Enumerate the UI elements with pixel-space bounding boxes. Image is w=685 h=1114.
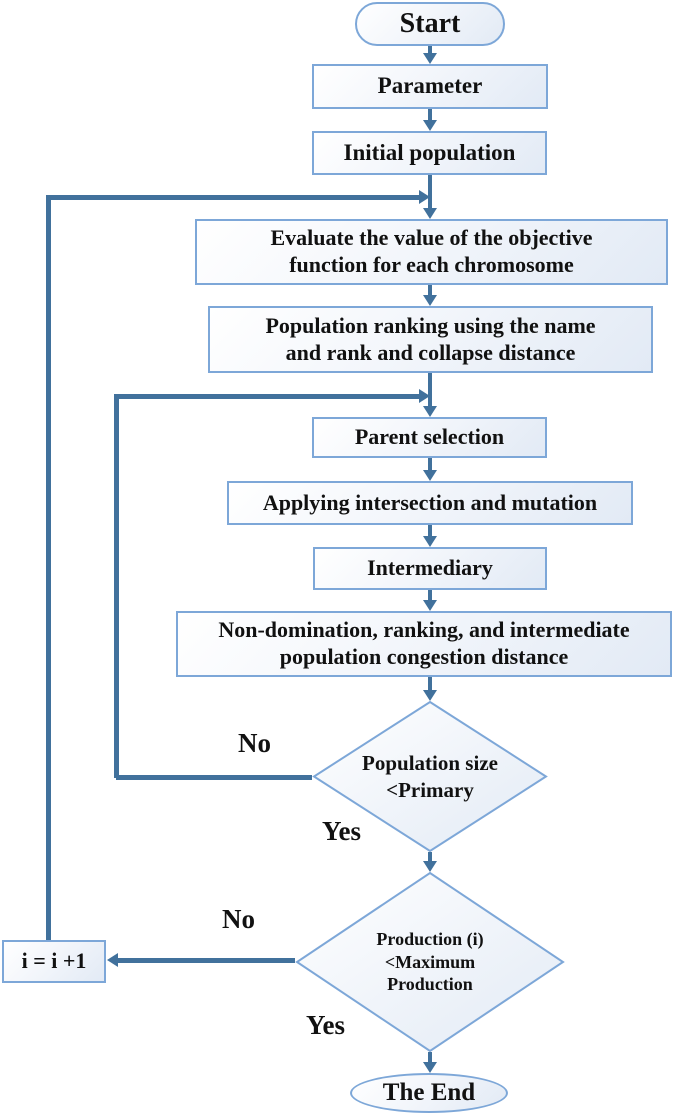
node-end: The End: [350, 1073, 508, 1113]
node-parameter: Parameter: [312, 64, 548, 109]
arrowhead-down: [423, 208, 437, 219]
decision-production: Production (i) <Maximum Production: [295, 872, 565, 1052]
connector-initial-evaluate: [428, 175, 432, 210]
edge-label-yes-1: Yes: [322, 816, 361, 846]
edge-label-yes-2: Yes: [306, 1010, 345, 1040]
loop-inner-bottom: [116, 775, 312, 780]
arrowhead-down: [423, 295, 437, 306]
loop-inner-horizontal: [114, 394, 420, 399]
edge-label-no-1: No: [238, 728, 271, 758]
decision-population-size: Population size <Primary: [312, 701, 548, 852]
connector-start-parameter: [428, 46, 432, 56]
connector-parent-crossover: [428, 458, 432, 472]
arrowhead-down: [423, 1062, 437, 1073]
arrowhead-down: [423, 600, 437, 611]
arrowhead-down: [423, 120, 437, 131]
arrowhead-down: [423, 406, 437, 417]
diamond-shape: [312, 701, 548, 852]
node-evaluate-objective: Evaluate the value of the objective func…: [195, 219, 668, 285]
decision-production-label: Production (i) <Maximum Production: [376, 929, 484, 995]
diamond-shape: [295, 872, 565, 1052]
decision-population-label: Population size <Primary: [362, 751, 498, 802]
arrowhead-down: [423, 861, 437, 872]
arrowhead-down: [423, 470, 437, 481]
arrowhead-right: [419, 190, 430, 204]
loop-outer-horizontal: [46, 195, 420, 200]
arrowhead-left: [107, 953, 118, 967]
loop-outer-vertical: [46, 195, 51, 940]
connector-ranking-parent: [428, 373, 432, 408]
node-non-domination: Non-domination, ranking, and intermediat…: [176, 611, 672, 677]
connector-intermediary-nondom: [428, 590, 432, 602]
node-intersection-mutation: Applying intersection and mutation: [227, 481, 633, 525]
arrowhead-right: [419, 389, 430, 403]
connector-crossover-intermediary: [428, 525, 432, 538]
node-increment-counter: i = i +1: [2, 940, 106, 983]
connector-decision2-end: [428, 1052, 432, 1064]
node-parent-selection: Parent selection: [312, 417, 547, 458]
connector-evaluate-ranking: [428, 285, 432, 297]
node-intermediary: Intermediary: [313, 547, 547, 590]
connector-decision1-decision2: [428, 852, 432, 863]
node-initial-population: Initial population: [312, 131, 547, 175]
connector-nondom-decision1: [428, 677, 432, 692]
node-start: Start: [355, 2, 505, 46]
arrowhead-down: [423, 53, 437, 64]
arrowhead-down: [423, 690, 437, 701]
connector-parameter-initial: [428, 109, 432, 122]
arrowhead-down: [423, 536, 437, 547]
edge-label-no-2: No: [222, 904, 255, 934]
loop-inner-vertical: [114, 394, 119, 778]
connector-decision2-increment: [118, 958, 295, 963]
node-population-ranking: Population ranking using the name and ra…: [208, 306, 653, 373]
